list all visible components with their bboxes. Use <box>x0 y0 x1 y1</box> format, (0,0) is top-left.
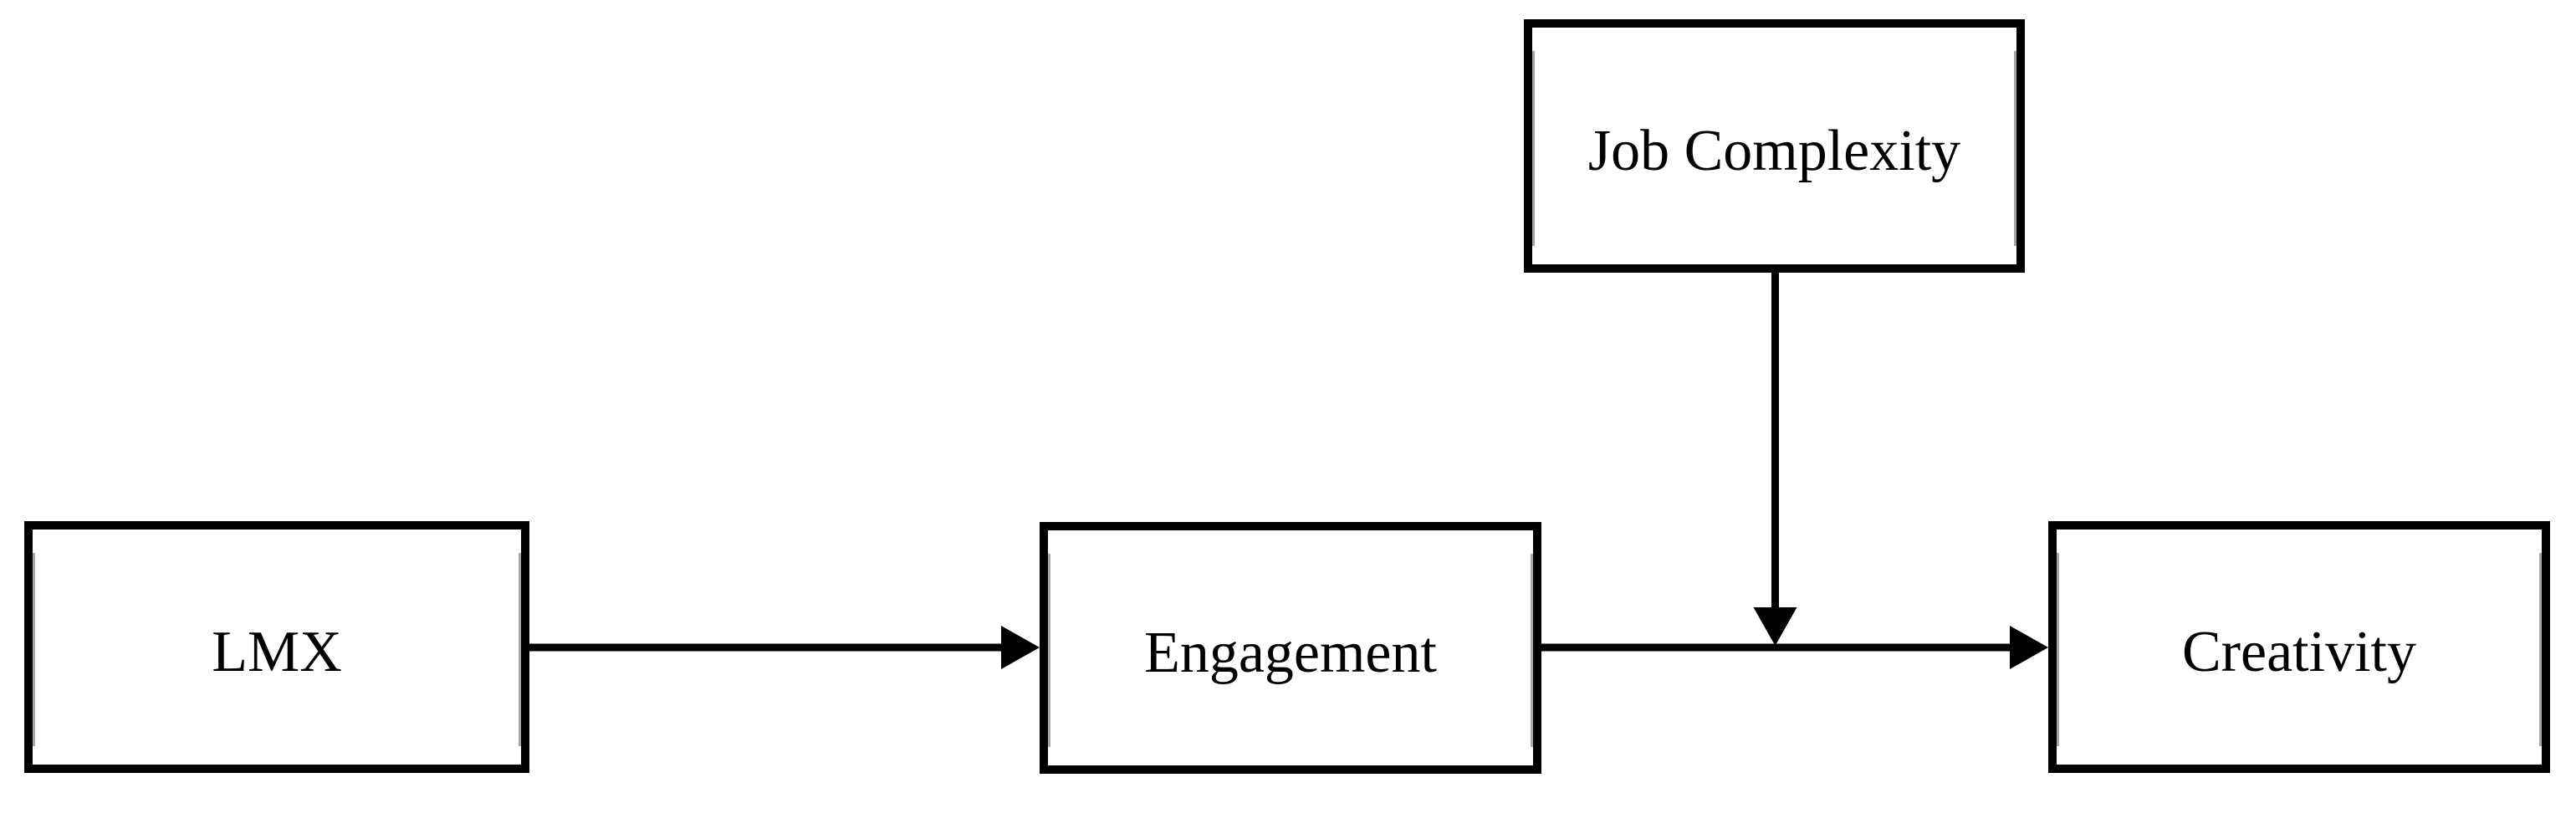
arrowhead-jobcomplexity <box>1753 607 1797 646</box>
node-lmx-label: LMX <box>212 620 342 685</box>
node-engagement-label: Engagement <box>1144 621 1437 686</box>
arrowhead-lmx-engagement <box>1001 626 1040 669</box>
arrow-lmx-to-engagement <box>529 626 1040 669</box>
node-engagement: Engagement <box>1040 522 1541 774</box>
node-lmx: LMX <box>24 521 529 773</box>
node-job-complexity: Job Complexity <box>1524 19 2025 273</box>
arrowhead-engagement-creativity <box>2010 626 2048 669</box>
arrow-jobcomplexity-to-path <box>1753 273 1797 646</box>
node-job-complexity-label: Job Complexity <box>1587 119 1961 184</box>
arrow-engagement-to-creativity <box>1541 626 2048 669</box>
node-creativity: Creativity <box>2048 521 2550 773</box>
node-creativity-label: Creativity <box>2182 620 2416 685</box>
